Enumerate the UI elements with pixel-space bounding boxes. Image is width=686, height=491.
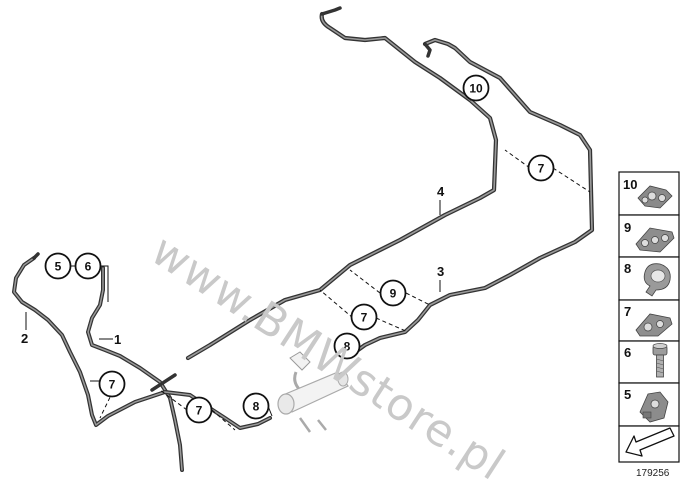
washer-jet-nozzle [277, 351, 349, 433]
bracket-5-icon [639, 391, 669, 423]
label-2: 2 [21, 331, 28, 346]
callout-7-lower: 7 [185, 396, 213, 424]
bolt-6-icon [652, 343, 668, 378]
parts-legend: 10 9 8 7 6 5 [618, 171, 680, 463]
callout-9: 9 [379, 279, 407, 307]
pipe-1 [86, 266, 184, 472]
callout-10: 10 [462, 74, 490, 102]
leader-lines [25, 99, 591, 431]
legend-number-8: 8 [624, 261, 631, 276]
callout-7d-text: 7 [196, 404, 203, 418]
callout-7-middle: 7 [350, 303, 378, 331]
pipe-2 [12, 252, 272, 430]
label-4: 4 [437, 184, 445, 199]
clip-9-icon [635, 227, 675, 253]
callout-7-lower-left: 7 [98, 370, 126, 398]
callout-8-lower: 8 [242, 392, 270, 420]
callout-5: 5 [44, 252, 72, 280]
label-3: 3 [437, 264, 444, 279]
legend-number-9: 9 [624, 220, 631, 235]
callout-5-text: 5 [55, 260, 62, 274]
callout-6: 6 [74, 252, 102, 280]
clip-7-icon [635, 313, 673, 337]
orientation-arrow-icon [625, 427, 675, 457]
clip-10-icon [637, 185, 673, 209]
callout-7a-text: 7 [538, 162, 545, 176]
callout-8b-text: 8 [253, 400, 260, 414]
label-1: 1 [114, 332, 121, 347]
legend-number-5: 5 [624, 387, 631, 402]
callout-7c-text: 7 [109, 378, 116, 392]
callout-7-upper-right: 7 [527, 154, 555, 182]
pipe-3 [355, 37, 595, 353]
callout-8a-text: 8 [344, 340, 351, 354]
callout-8-middle: 8 [333, 332, 361, 360]
legend-number-10: 10 [623, 177, 637, 192]
legend-cell-6 [618, 340, 680, 384]
legend-number-6: 6 [624, 345, 631, 360]
callout-7b-text: 7 [361, 311, 368, 325]
pipe-4 [185, 6, 499, 361]
callout-6-text: 6 [85, 260, 92, 274]
clamp-8-icon [643, 263, 671, 297]
pipe-group [12, 6, 595, 472]
callout-10-text: 10 [469, 82, 483, 96]
diagram-id: 179256 [636, 468, 670, 479]
legend-number-7: 7 [624, 304, 631, 319]
callout-9-text: 9 [390, 287, 397, 301]
